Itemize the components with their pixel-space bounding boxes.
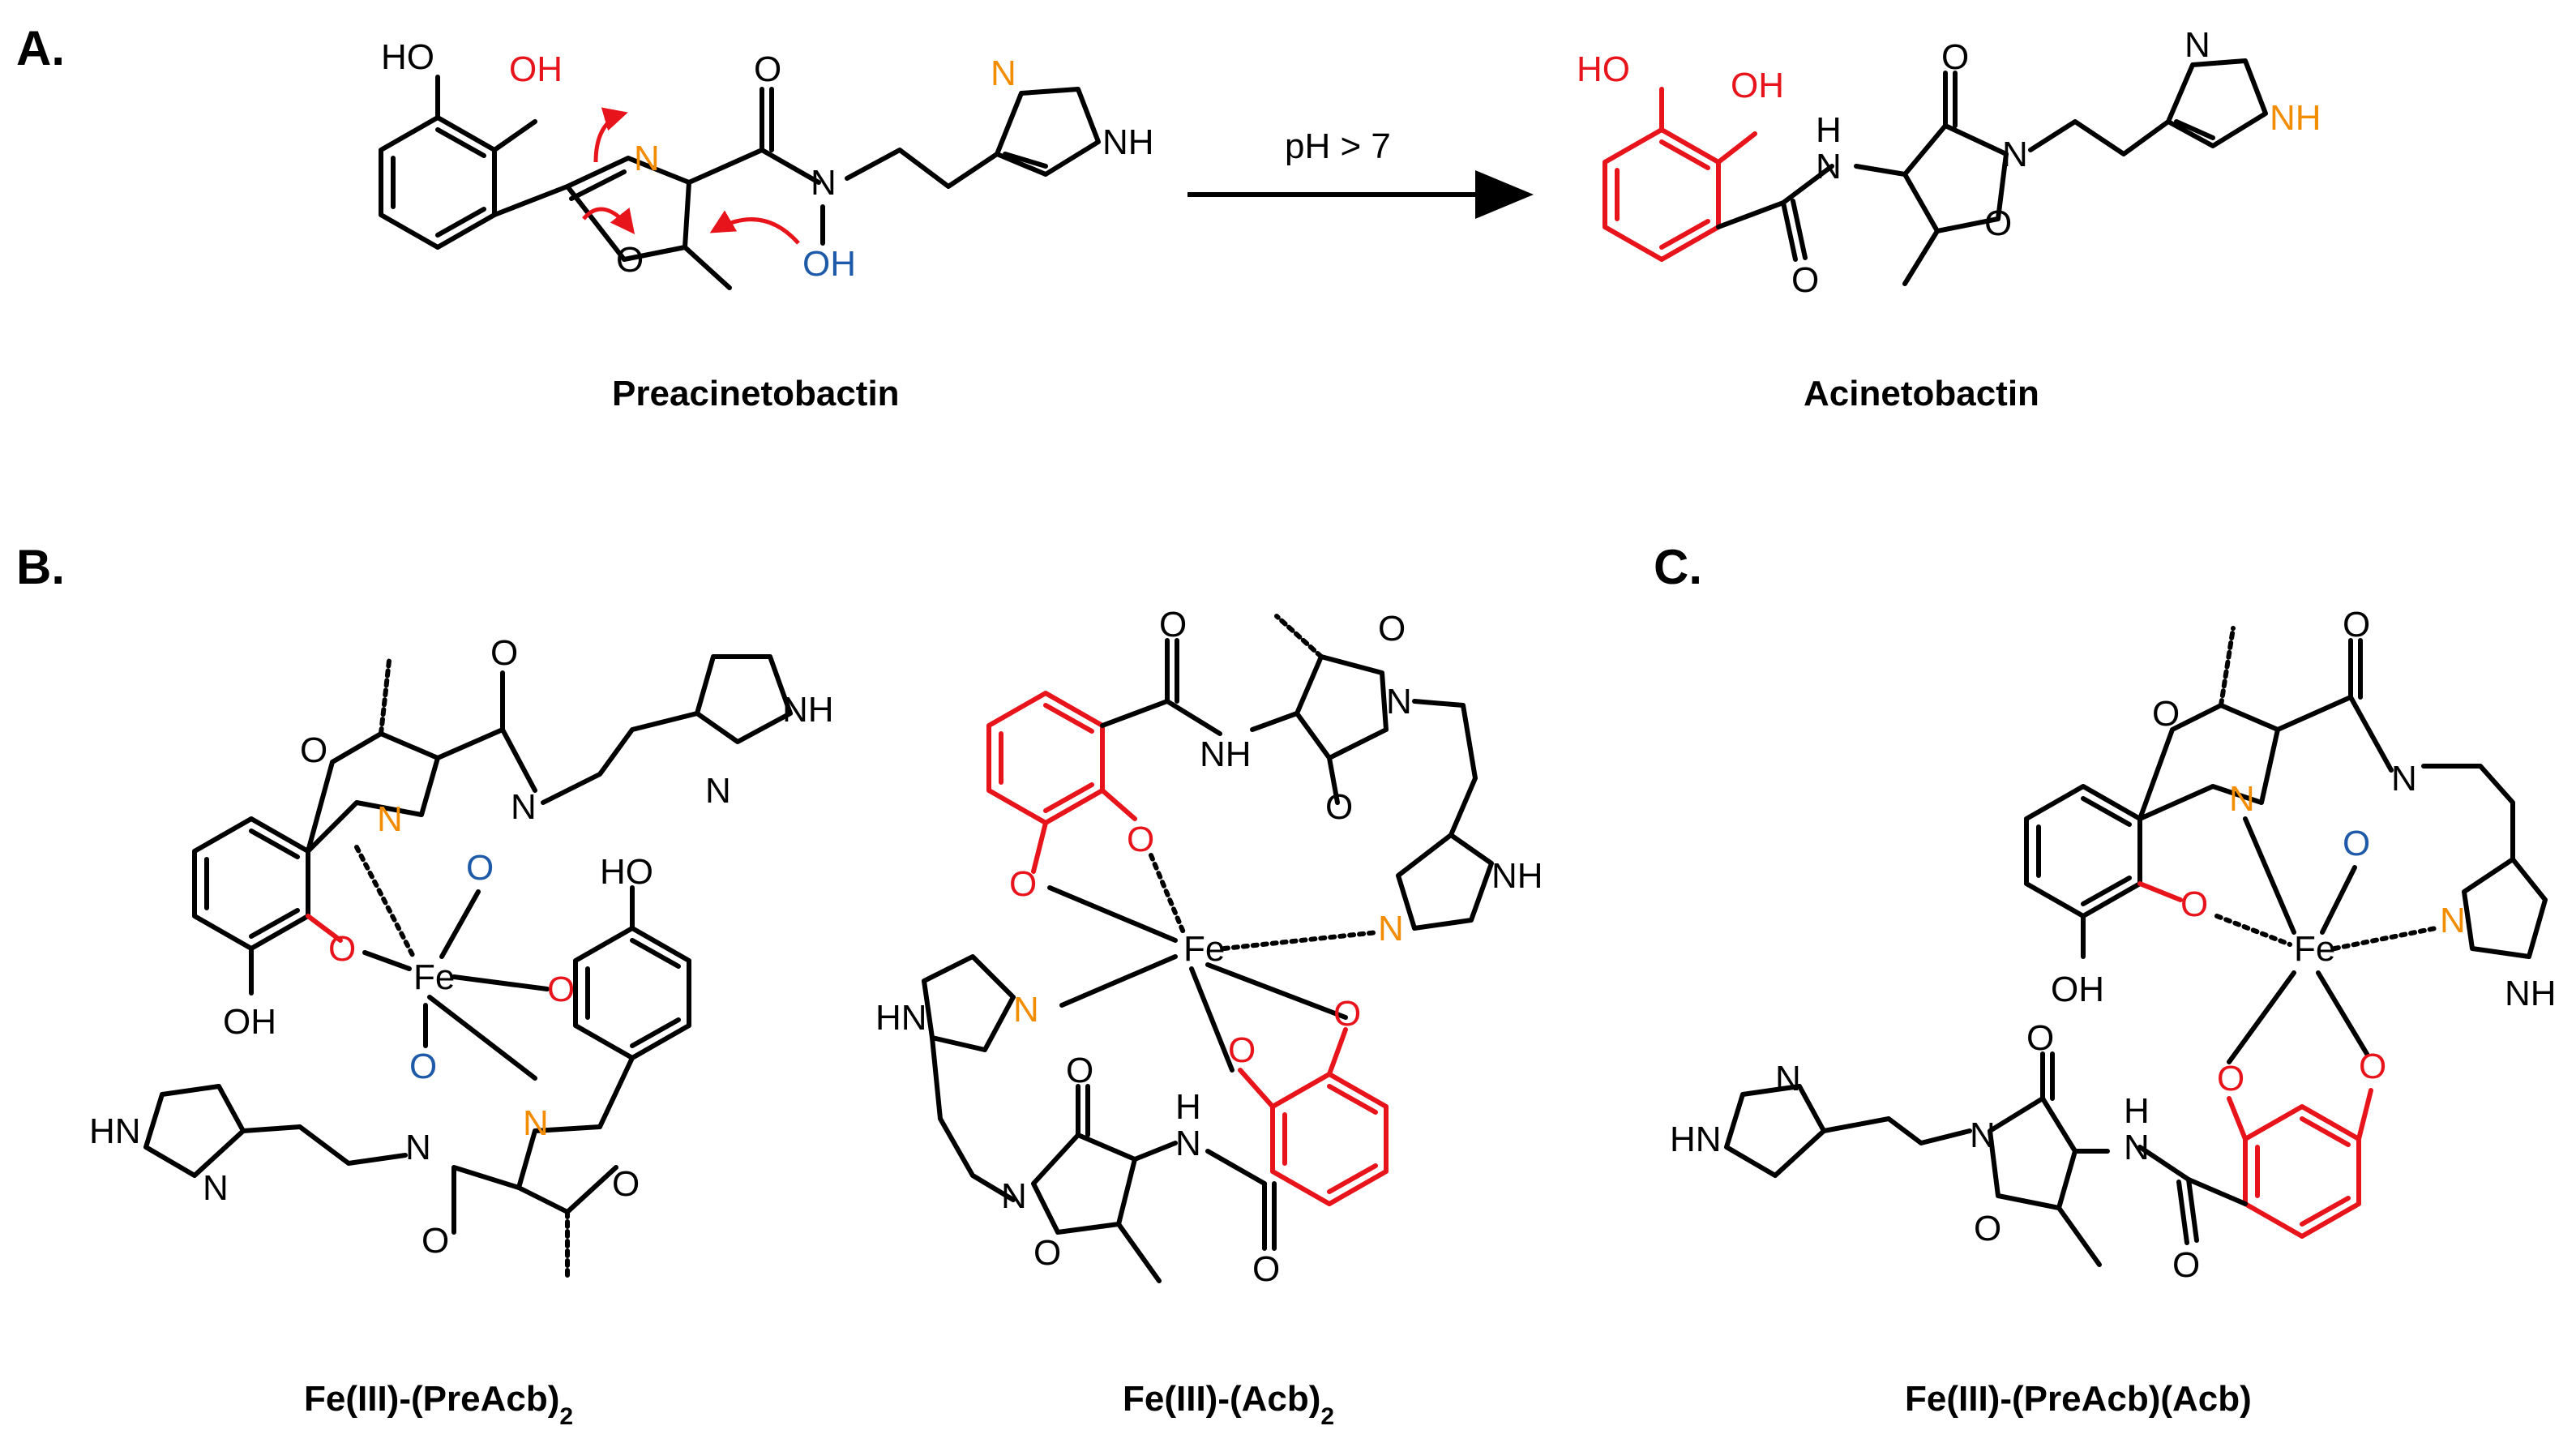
- reaction-condition: pH > 7: [1285, 126, 1391, 166]
- fe-mixed-amide-n: N: [2391, 759, 2417, 799]
- hydroxyl-oh-label: OH: [802, 244, 856, 284]
- fe-preacb2-amide-n1: N: [511, 787, 537, 827]
- fe-mixed-ring-n: N: [1970, 1115, 1996, 1155]
- fe-acb2-co-o4: O: [1252, 1249, 1280, 1289]
- fe-acb2-co-o3: O: [1066, 1051, 1093, 1090]
- fe-preacb2-o-hydroxamate1: O: [466, 848, 494, 888]
- fe-preacb2-oh-label: OH: [223, 1002, 276, 1042]
- acb-amide-n-label: N: [1816, 147, 1842, 186]
- fe-preacb2-ox-o2: O: [612, 1164, 640, 1204]
- imidazole-n-label: N: [991, 54, 1016, 93]
- fe-mixed-cat-o1: O: [2217, 1059, 2244, 1098]
- fe-acb2-ring-n2: N: [1001, 1176, 1027, 1216]
- fe-mixed-imid-n2: N: [1775, 1059, 1801, 1098]
- catechol-oh-label: OH: [509, 49, 563, 89]
- acb-amide-o-label: O: [1791, 260, 1819, 300]
- fe-mixed-oh-label: OH: [2051, 970, 2104, 1009]
- fe-acb2-nh1: NH: [1200, 734, 1252, 774]
- fe-acb2-co-o1: O: [1159, 605, 1187, 644]
- acb-catechol-oh-label: OH: [1731, 66, 1784, 105]
- fe-acb2-ring-n1: N: [1386, 682, 1412, 722]
- acb-catechol-ho-label: HO: [1577, 49, 1630, 89]
- fe-acb2-fe-label: Fe: [1183, 929, 1225, 969]
- fe-mixed-n-oxazoline: N: [2229, 779, 2255, 819]
- preacinetobactin-structure: HO OH N O O N OH N NH: [379, 37, 1154, 290]
- fe-preacb2-phenolate-o2: O: [547, 970, 575, 1009]
- panel-c: C. Fe OH O N O O N O N NH: [1654, 540, 2557, 1419]
- fe-acb2-co-o2: O: [1325, 787, 1353, 827]
- panel-a: A. HO OH N O O N OH: [16, 21, 2321, 413]
- fe-preacb2-imid-n1: N: [705, 771, 731, 811]
- panel-b: B. Fe OH O N O O N O NH N: [16, 540, 1543, 1430]
- fe-preacb2-label: Fe(III)-(PreAcb)2: [304, 1379, 573, 1430]
- fe-preacb2-n1: N: [377, 799, 403, 839]
- fe-mixed-hydroxamate-o: O: [2343, 824, 2370, 863]
- fe-preacb2-amide-n2: N: [405, 1128, 431, 1167]
- fe-mixed-phenolate-o: O: [2180, 884, 2208, 924]
- catechol-ho-label: HO: [381, 37, 434, 77]
- fe-mixed-co-o2: O: [2172, 1245, 2200, 1285]
- fe-preacb2-co-o2: O: [421, 1221, 449, 1261]
- fe-preacb2-n2: N: [523, 1103, 549, 1143]
- fe-acb2-ring-o1: O: [1378, 609, 1406, 649]
- fe-preacb2-ox-o1: O: [300, 730, 327, 770]
- amide-n-label: N: [811, 163, 837, 203]
- acb-imidazole-n-label: N: [2184, 25, 2210, 65]
- fe-acb2-cat-o3: O: [1228, 1030, 1256, 1070]
- fe-mixed-co-o1: O: [2343, 605, 2370, 644]
- fe-preacb2-phenolate-o1: O: [328, 929, 356, 969]
- fe-acb2-h2: H: [1175, 1087, 1201, 1127]
- fe-mixed-ring-o: O: [1974, 1209, 2001, 1248]
- fe-preacb2-fe-label: Fe: [413, 957, 455, 997]
- fe-acb2-imid-nh1: NH: [1491, 856, 1543, 896]
- fe-mixed-imid-n: N: [2440, 901, 2466, 940]
- fe-mixed-cat-o2: O: [2359, 1047, 2386, 1086]
- fe-mixed-imid-nh: NH: [2505, 974, 2557, 1013]
- fe-acb2-imid-n2: N: [1013, 990, 1039, 1030]
- preacinetobactin-label: Preacinetobactin: [612, 374, 900, 413]
- panel-a-letter: A.: [16, 21, 65, 75]
- fe-preacb-acb-label: Fe(III)-(PreAcb)(Acb): [1905, 1379, 2252, 1419]
- fe-preacb2-nh-label: NH: [782, 690, 834, 730]
- fe-acb2-n-amide2: N: [1175, 1124, 1201, 1163]
- fe-mixed-fe-label: Fe: [2294, 929, 2335, 969]
- fe-preacb2-structure: Fe OH O N O O N O NH N: [89, 633, 834, 1279]
- fe-acb2-cat-o2: O: [1009, 864, 1037, 904]
- fe-mixed-h: H: [2124, 1091, 2150, 1131]
- fe-acb2-label: Fe(III)-(Acb)2: [1123, 1379, 1334, 1430]
- acb-ring-o-label: O: [1984, 203, 2012, 243]
- fe-mixed-ring-co-o: O: [2026, 1018, 2054, 1058]
- acb-amide-h-label: H: [1816, 110, 1842, 150]
- panel-c-letter: C.: [1654, 540, 1702, 594]
- panel-b-letter: B.: [16, 540, 65, 594]
- fe-acb2-structure: Fe O O O NH O N O N NH: [875, 605, 1543, 1289]
- fe-acb2-hn-label: HN: [875, 998, 927, 1038]
- fe-preacb2-ho-label: HO: [600, 852, 653, 892]
- oxazoline-o-label: O: [616, 240, 644, 280]
- amide-o-label: O: [754, 49, 781, 89]
- acinetobactin-label: Acinetobactin: [1804, 374, 2039, 413]
- fe-acb2-ring-o2: O: [1033, 1233, 1061, 1273]
- fe-mixed-n-amide2: N: [2124, 1128, 2150, 1167]
- fe-preacb2-imid-n2: N: [203, 1168, 229, 1208]
- fe-preacb2-o-hydroxamate2: O: [409, 1047, 437, 1086]
- fe-preacb2-co-o1: O: [490, 633, 518, 673]
- fe-preacb-acb-structure: Fe OH O N O O N O N NH: [1670, 605, 2557, 1285]
- fe-preacb2-hn-label: HN: [89, 1111, 141, 1151]
- fe-acb2-imid-n1: N: [1378, 909, 1404, 948]
- fe-acb2-cat-o4: O: [1333, 994, 1361, 1034]
- imidazole-nh-label: NH: [1102, 122, 1154, 162]
- fe-mixed-ox-o: O: [2152, 694, 2180, 734]
- acb-ring-carbonyl-o-label: O: [1941, 37, 1969, 77]
- oxazoline-n-label: N: [634, 139, 660, 178]
- fe-acb2-cat-o1: O: [1127, 820, 1154, 859]
- fe-mixed-hn: HN: [1670, 1120, 1722, 1159]
- acb-imidazole-nh-label: NH: [2270, 98, 2321, 138]
- acb-ring-n-label: N: [2002, 135, 2028, 174]
- acinetobactin-structure: HO OH O H N O N O N NH: [1577, 25, 2321, 300]
